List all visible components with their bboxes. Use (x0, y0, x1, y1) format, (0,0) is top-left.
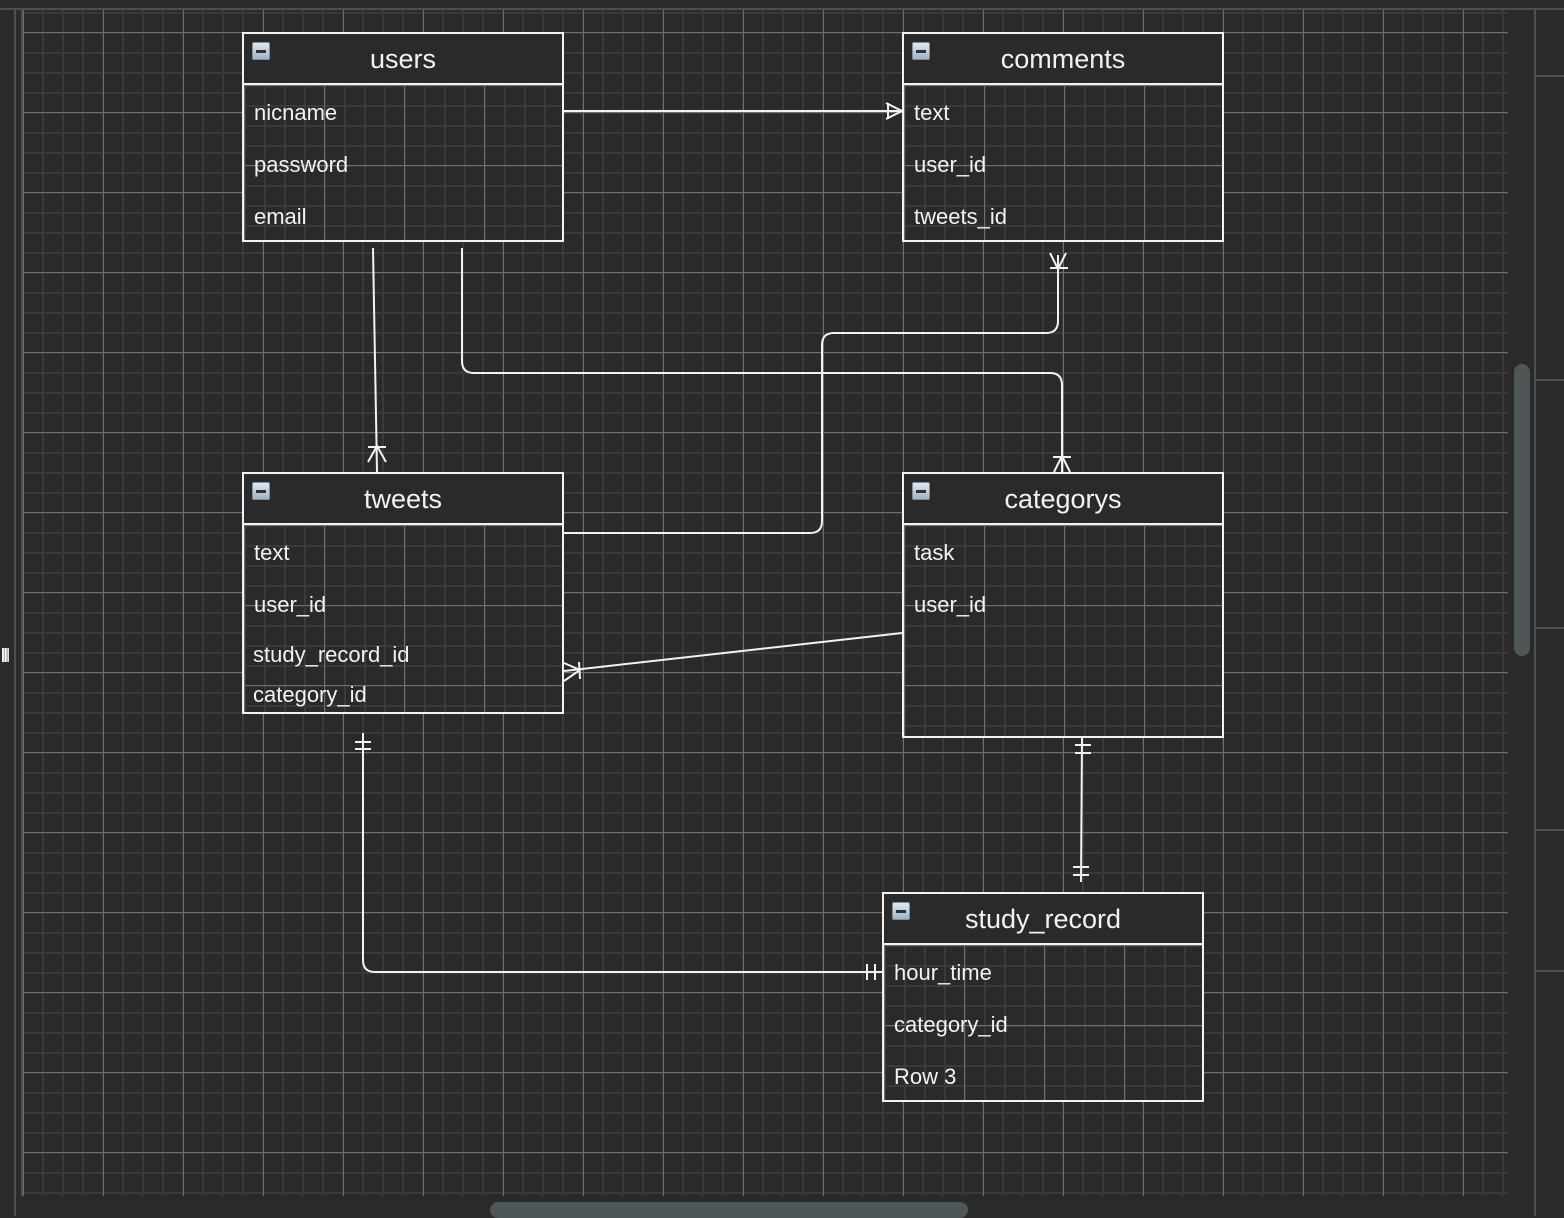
collapse-minus-icon[interactable] (912, 42, 930, 60)
collapse-minus-icon[interactable] (252, 42, 270, 60)
right-panel-border (1534, 10, 1536, 1216)
entity-row[interactable]: hour_time (894, 960, 992, 985)
entity-row[interactable]: email (254, 204, 307, 229)
entity-row[interactable]: nicname (254, 100, 338, 125)
entity-header[interactable]: categorys (904, 474, 1222, 525)
right-panel-divider (1536, 379, 1564, 381)
entity-row[interactable]: user_id (914, 152, 987, 177)
panel-resize-handle[interactable] (2, 648, 9, 662)
diagram-canvas[interactable] (23, 10, 1508, 1196)
entity-body (884, 945, 1202, 1100)
collapse-minus-icon[interactable] (892, 902, 910, 920)
entity-tweets[interactable]: tweets text user_id study_record_id cate… (242, 472, 564, 714)
entity-row[interactable]: user_id (914, 592, 987, 617)
entity-row[interactable]: user_id (254, 592, 327, 617)
entity-categorys[interactable]: categorys task user_id (902, 472, 1224, 738)
collapse-minus-icon[interactable] (252, 482, 270, 500)
entity-title: categorys (1004, 484, 1122, 514)
top-toolbar-edge (0, 0, 1564, 10)
entity-row[interactable]: password (254, 152, 349, 177)
canvas-left-border (21, 10, 23, 1196)
entity-title: comments (1000, 44, 1126, 74)
right-panel-divider (1536, 970, 1564, 972)
entity-header[interactable]: comments (904, 34, 1222, 85)
entity-header[interactable]: users (244, 34, 562, 85)
entity-study-record[interactable]: study_record hour_time category_id Row 3 (882, 892, 1204, 1102)
entity-row[interactable]: study_record_id (253, 642, 410, 667)
entity-title: users (369, 44, 437, 74)
left-panel-border (14, 10, 16, 1216)
entity-header[interactable]: study_record (884, 894, 1202, 945)
right-panel-divider (1536, 75, 1564, 77)
entity-body (904, 525, 1222, 736)
horizontal-scrollbar[interactable] (490, 1202, 968, 1218)
entity-row[interactable]: category_id (894, 1012, 1008, 1037)
right-panel-divider (1536, 829, 1564, 831)
entity-row[interactable]: text (914, 100, 950, 125)
entity-users[interactable]: users nicname password email (242, 32, 564, 242)
entity-title: study_record (964, 904, 1122, 934)
entity-comments[interactable]: comments text user_id tweets_id (902, 32, 1224, 242)
entity-row[interactable]: task (914, 540, 955, 565)
entity-row[interactable]: Row 3 (894, 1064, 957, 1089)
vertical-scrollbar[interactable] (1514, 364, 1530, 656)
entity-header[interactable]: tweets (244, 474, 562, 525)
entity-body (244, 525, 562, 712)
entity-row[interactable]: tweets_id (914, 204, 1007, 229)
entity-row[interactable]: category_id (253, 682, 367, 707)
entity-body (904, 85, 1222, 240)
entity-row[interactable]: text (254, 540, 290, 565)
entity-body (244, 85, 562, 240)
right-panel-divider (1536, 627, 1564, 629)
entity-title: tweets (363, 484, 443, 514)
